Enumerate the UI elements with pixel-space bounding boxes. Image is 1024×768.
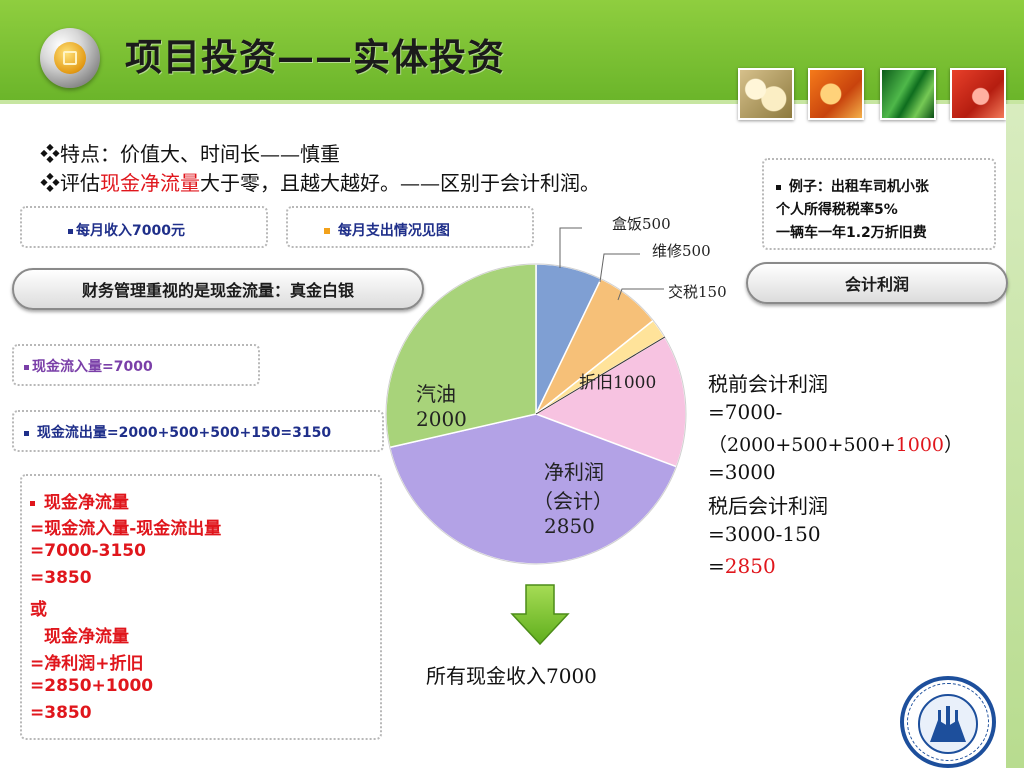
calc-line-3-red: 1000 [895,434,945,456]
bullet-square-icon [324,228,330,234]
example-line-2: 个人所得税税率5% [776,202,898,218]
pie-label-profit-3: 2850 [544,514,595,538]
pie-label-meal: 盒饭500 [612,215,671,233]
thumb-beans [738,68,794,120]
calc-line-7-red: 2850 [724,554,776,578]
logo-icon [40,28,100,88]
leader-line-meal [559,227,582,268]
leader-line-tax [617,288,664,301]
calc-line-2: =7000- [708,400,783,424]
bullet-square-icon [30,500,35,506]
bullet-evaluation-post: 大于零，且越大越好。——区别于会计利润。 [200,171,600,195]
calc-line-5: 税后会计利润 [708,494,828,518]
example-line-3: 一辆车一年1.2万折旧费 [776,225,927,241]
pie-label-fuel-2: 2000 [416,407,467,431]
pie-divider-line [535,336,666,415]
net-line-1: 现金净流量 [30,488,129,513]
right-stripe [1006,104,1024,768]
expense-box [286,206,534,248]
outflow-box [12,410,384,452]
seal-logo-icon [900,676,996,768]
bullet-square-icon [24,430,29,436]
accounting-profit-pill: 会计利润 [746,262,1008,304]
bullet-features: ❖特点：价值大、时间长——慎重 [40,142,340,166]
thumb-tomato [950,68,1006,120]
net-line-3: =7000-3150 [30,541,146,561]
income-box [20,206,268,248]
net-line-9: =3850 [30,703,92,723]
bullet-square-icon [68,228,73,234]
calc-line-7: =2850 [708,554,776,578]
calc-line-1: 税前会计利润 [708,372,828,396]
income-label: 每月收入7000元 [76,223,185,239]
bullet-square-icon [776,184,781,190]
logo-inner [54,42,86,74]
seal-inner [918,694,978,754]
calc-line-7-pre: = [708,554,725,578]
thumb-greens [880,68,936,120]
all-income-caption: 所有现金收入7000 [426,664,597,688]
pie-label-profit-1: 净利润 [544,460,604,484]
expense-label: 每月支出情况见图 [337,223,450,239]
outflow-text: 现金流出量=2000+500+500+150=3150 [24,422,331,442]
bullet-square-icon [24,364,29,370]
down-arrow-icon [510,584,570,646]
pie-label-profit-2: （会计） [533,489,613,513]
outflow-label: 现金流出量=2000+500+500+150=3150 [36,425,332,441]
thumb-orange [808,68,864,120]
example-box [762,158,996,250]
cash-flow-pill: 财务管理重视的是现金流量：真金白银 [12,268,424,310]
pie-leader-lines [559,227,664,301]
seal-ring [907,683,989,761]
bullet-evaluation-pre: ❖评估 [40,171,100,195]
calc-line-3-post: ） [944,434,964,456]
slide-title: 项目投资——实体投资 [125,35,505,79]
example-line-1-text: 例子：出租车司机小张 [788,179,929,195]
calc-line-4: =3000 [708,460,776,484]
calc-line-3: （2000+500+500+1000） [708,430,963,457]
logo-square-icon [63,51,77,65]
example-line-1: 例子：出租车司机小张 [776,176,929,196]
inflow-text: 现金流入量=7000 [24,356,153,376]
net-line-7: =净利润+折旧 [30,654,144,674]
net-cash-box [20,474,382,740]
header-line [0,100,1024,104]
net-line-2: =现金流入量-现金流出量 [30,519,222,539]
income-text: 每月收入7000元 [68,220,185,240]
leader-line-repair [599,253,640,283]
net-line-6: 现金净流量 [44,627,129,647]
pie-label-tax: 交税150 [668,283,727,301]
net-line-8: =2850+1000 [30,676,154,696]
pie-label-fuel-1: 汽油 [416,382,456,406]
bullet-evaluation-highlight: 现金净流量 [100,171,200,195]
net-line-4: =3850 [30,568,92,588]
header: 项目投资——实体投资 [0,0,1024,120]
pie-label-depreciation: 折旧1000 [579,373,657,393]
inflow-label: 现金流入量=7000 [32,359,153,375]
pie-outline [385,263,687,565]
calc-line-6: =3000-150 [708,522,821,546]
inflow-box [12,344,260,386]
seal-building-icon [930,706,966,742]
bullet-evaluation: ❖评估现金净流量大于零，且越大越好。——区别于会计利润。 [40,167,600,196]
net-line-5: 或 [30,600,47,620]
calc-line-3-pre: （2000+500+500+ [708,434,896,456]
expense-text: 每月支出情况见图 [324,220,450,240]
pie-slices [385,263,687,565]
pie-label-repair: 维修500 [652,242,711,260]
net-line-1-text: 现金净流量 [43,493,129,513]
